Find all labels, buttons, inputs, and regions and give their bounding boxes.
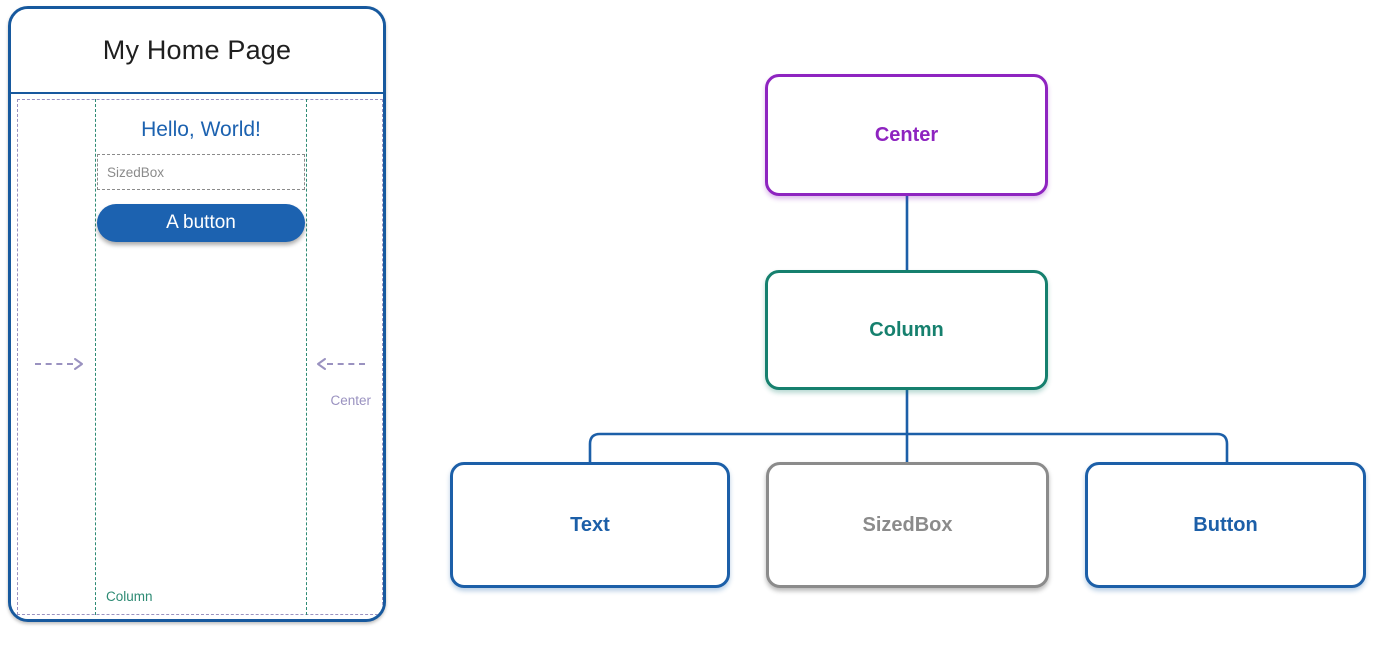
center-guide-label: Center [330,393,371,408]
arrow-right-head-icon [317,358,326,370]
tree-node-sizedbox-label: SizedBox [862,513,953,536]
center-widget-guide [17,99,383,615]
tree-connectors [588,0,1229,668]
arrow-left-dash [35,363,73,365]
tree-node-center[interactable]: Center [765,74,1048,196]
center-arrow-left-icon [35,357,85,371]
phone-body: Column Center Hello, World! SizedBox A b… [11,96,383,619]
phone-mockup: My Home Page Column Center Hello, World! [8,6,386,622]
center-arrow-right-icon [315,357,365,371]
column-guide-label: Column [106,589,153,604]
edge-bus-button [907,432,1229,464]
edge-bus-text [588,432,907,464]
column-children: Hello, World! SizedBox A button [97,110,305,242]
tree-node-text-label: Text [570,513,610,536]
tree-node-center-label: Center [874,123,939,146]
app-bar: My Home Page [11,9,383,94]
tree-node-text[interactable]: Text [450,462,730,588]
sizedbox-widget: SizedBox [97,154,305,190]
tree-node-button-label: Button [1193,513,1258,536]
column-widget-guide: Column [95,99,307,615]
widget-tree-diagram: Center Column Text SizedBox Button [420,0,1373,668]
a-button[interactable]: A button [97,204,305,242]
arrow-right-dash [327,363,365,365]
tree-node-column-label: Column [869,318,944,341]
app-bar-title: My Home Page [102,35,292,65]
arrow-left-head-icon [74,358,83,370]
text-widget: Hello, World! [141,118,261,141]
tree-node-column[interactable]: Column [765,270,1048,390]
tree-node-button[interactable]: Button [1085,462,1366,588]
tree-node-sizedbox[interactable]: SizedBox [766,462,1049,588]
sizedbox-label: SizedBox [107,164,165,180]
